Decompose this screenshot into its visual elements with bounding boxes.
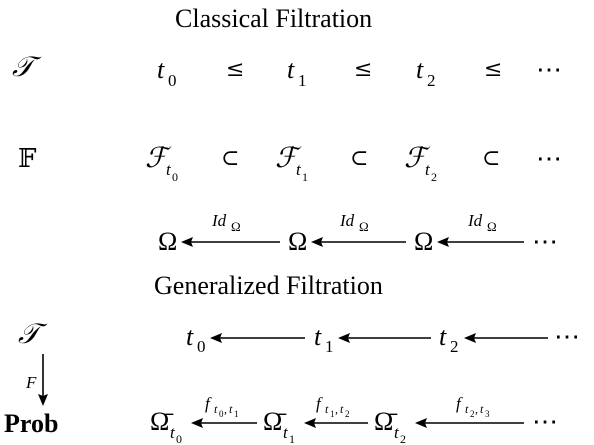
svg-text:f: f bbox=[456, 394, 463, 413]
svg-text:Ω: Ω bbox=[231, 219, 241, 234]
svg-text:1: 1 bbox=[234, 409, 239, 419]
svg-text:t: t bbox=[340, 402, 344, 416]
svg-text:t: t bbox=[170, 423, 176, 442]
svg-text:1: 1 bbox=[302, 170, 308, 184]
svg-text:3: 3 bbox=[485, 409, 490, 419]
classical-filtration-title: Classical Filtration bbox=[175, 4, 372, 33]
svg-text:1: 1 bbox=[325, 337, 334, 356]
svg-text:F: F bbox=[25, 373, 37, 392]
svg-text:t: t bbox=[416, 55, 424, 84]
svg-text:Ω: Ω bbox=[487, 219, 497, 234]
svg-text:Ω̄: Ω̄ bbox=[263, 407, 286, 436]
identity-arrow-1: Id Ω bbox=[181, 211, 280, 247]
classical-time-t2: t 2 bbox=[416, 55, 436, 90]
svg-text:t: t bbox=[166, 160, 172, 179]
svg-text:0: 0 bbox=[172, 170, 178, 184]
filtration-symbol: 𝔽 bbox=[18, 144, 37, 174]
classical-time-t0: t 0 bbox=[157, 55, 177, 90]
generalized-filtration-title: Generalized Filtration bbox=[154, 271, 383, 300]
sigma-algebra-t1: ℱ t 1 bbox=[275, 143, 308, 184]
svg-text:2: 2 bbox=[470, 409, 475, 419]
omega-bar-t1: Ω̄ t 1 bbox=[263, 407, 295, 445]
svg-text:t: t bbox=[229, 402, 233, 416]
svg-text:t: t bbox=[157, 55, 165, 84]
ellipsis: ⋯ bbox=[536, 144, 562, 174]
svg-text:1: 1 bbox=[298, 71, 307, 90]
omega-2: Ω bbox=[414, 227, 433, 256]
svg-text:t: t bbox=[465, 402, 469, 416]
svg-text:1: 1 bbox=[330, 409, 335, 419]
prob-category-label: Prob bbox=[4, 409, 58, 438]
ellipsis: ⋯ bbox=[532, 407, 558, 437]
svg-text:2: 2 bbox=[345, 409, 350, 419]
map-arrow-3: f t 2 , t 3 bbox=[415, 394, 524, 428]
subset-symbol: ⊂ bbox=[482, 146, 500, 171]
svg-text:Id: Id bbox=[211, 211, 227, 230]
svg-text:,: , bbox=[475, 402, 478, 416]
time-arrow-3 bbox=[464, 333, 548, 343]
svg-text:2: 2 bbox=[431, 170, 437, 184]
svg-text:Ω̄: Ω̄ bbox=[150, 407, 173, 436]
generalized-time-t0: t 0 bbox=[186, 322, 206, 356]
time-arrow-1 bbox=[210, 333, 305, 343]
leq-symbol: ≤ bbox=[226, 57, 244, 82]
svg-text:t: t bbox=[186, 322, 194, 351]
svg-text:t: t bbox=[287, 55, 295, 84]
svg-text:2: 2 bbox=[450, 337, 459, 356]
ellipsis: ⋯ bbox=[536, 55, 562, 85]
svg-text:t: t bbox=[314, 322, 322, 351]
time-arrow-2 bbox=[338, 333, 431, 343]
svg-text:f: f bbox=[316, 394, 323, 413]
svg-text:Ω: Ω bbox=[359, 219, 369, 234]
generalized-time-symbol: 𝒯 bbox=[18, 319, 48, 350]
map-arrow-2: f t 1 , t 2 bbox=[304, 394, 368, 428]
subset-symbol: ⊂ bbox=[350, 146, 368, 171]
omega-1: Ω bbox=[288, 227, 307, 256]
ellipsis: ⋯ bbox=[554, 322, 580, 352]
svg-text:t: t bbox=[480, 402, 484, 416]
svg-text:t: t bbox=[283, 423, 289, 442]
omega-bar-t0: Ω̄ t 0 bbox=[150, 407, 182, 445]
classical-time-symbol: 𝒯 bbox=[12, 52, 42, 83]
svg-text:t: t bbox=[439, 322, 447, 351]
svg-text:0: 0 bbox=[197, 337, 206, 356]
identity-arrow-3: Id Ω bbox=[437, 211, 524, 247]
svg-text:2: 2 bbox=[427, 71, 436, 90]
svg-text:1: 1 bbox=[289, 432, 295, 445]
sigma-algebra-t2: ℱ t 2 bbox=[404, 143, 437, 184]
svg-text:f: f bbox=[205, 394, 212, 413]
svg-text:Id: Id bbox=[467, 211, 483, 230]
leq-symbol: ≤ bbox=[484, 57, 502, 82]
generalized-time-t2: t 2 bbox=[439, 322, 459, 356]
omega-bar-t2: Ω̄ t 2 bbox=[374, 407, 406, 445]
omega-0: Ω bbox=[158, 227, 177, 256]
svg-text:t: t bbox=[214, 402, 218, 416]
svg-text:t: t bbox=[325, 402, 329, 416]
functor-arrow: F bbox=[25, 354, 48, 406]
svg-text:t: t bbox=[296, 160, 302, 179]
classical-time-t1: t 1 bbox=[287, 55, 307, 90]
leq-symbol: ≤ bbox=[354, 57, 372, 82]
svg-text:0: 0 bbox=[219, 409, 224, 419]
svg-text:2: 2 bbox=[400, 432, 406, 445]
ellipsis: ⋯ bbox=[532, 227, 558, 257]
svg-text:Id: Id bbox=[339, 211, 355, 230]
svg-text:t: t bbox=[425, 160, 431, 179]
identity-arrow-2: Id Ω bbox=[311, 211, 406, 247]
svg-text:0: 0 bbox=[168, 71, 177, 90]
svg-text:Ω̄: Ω̄ bbox=[374, 407, 397, 436]
generalized-time-t1: t 1 bbox=[314, 322, 334, 356]
map-arrow-1: f t 0 , t 1 bbox=[191, 394, 257, 428]
svg-text:,: , bbox=[335, 402, 338, 416]
svg-text:,: , bbox=[224, 402, 227, 416]
svg-text:t: t bbox=[394, 423, 400, 442]
subset-symbol: ⊂ bbox=[221, 146, 239, 171]
svg-text:0: 0 bbox=[176, 432, 182, 445]
sigma-algebra-t0: ℱ t 0 bbox=[145, 143, 178, 184]
